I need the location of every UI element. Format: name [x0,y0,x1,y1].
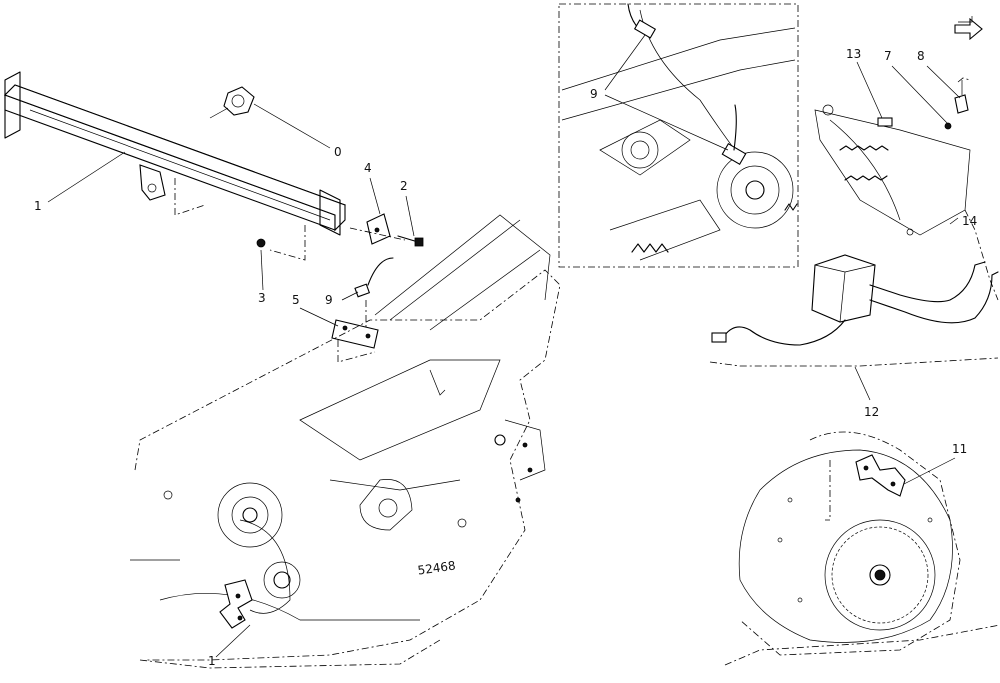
callout-9-main: 9 [325,293,333,307]
stamp-text: 52468 [417,558,457,577]
part-9-sensor [341,257,394,330]
part-0-fitting [209,86,331,149]
cross-beam [4,71,346,236]
part-5-bracket [299,307,379,363]
callout-14: 14 [962,214,977,228]
callout-1-beam: 1 [34,199,42,213]
next-page-arrow-icon[interactable] [954,16,983,41]
callout-4: 4 [364,161,372,175]
pulley-bracket [814,61,971,236]
callout-8: 8 [917,49,925,63]
part-3-nut [256,238,266,291]
callout-7: 7 [884,49,892,63]
main-frame: 52468 [130,214,561,669]
callout-3: 3 [258,291,266,305]
part-1-lower-bracket [215,579,253,658]
callout-9-inset: 9 [590,87,598,101]
callout-1-bottom: 1 [208,654,216,668]
callout-0: 0 [334,145,342,159]
callout-2: 2 [400,179,408,193]
cable-assembly-12 [709,209,999,401]
callout-12: 12 [864,405,879,419]
part-2-bolt [397,195,424,247]
detail-inset [558,3,799,268]
callout-5: 5 [292,293,300,307]
callout-11: 11 [952,442,967,456]
part-4-plate [349,177,406,245]
sprocket-plate [724,431,1000,666]
callout-13: 13 [846,47,861,61]
